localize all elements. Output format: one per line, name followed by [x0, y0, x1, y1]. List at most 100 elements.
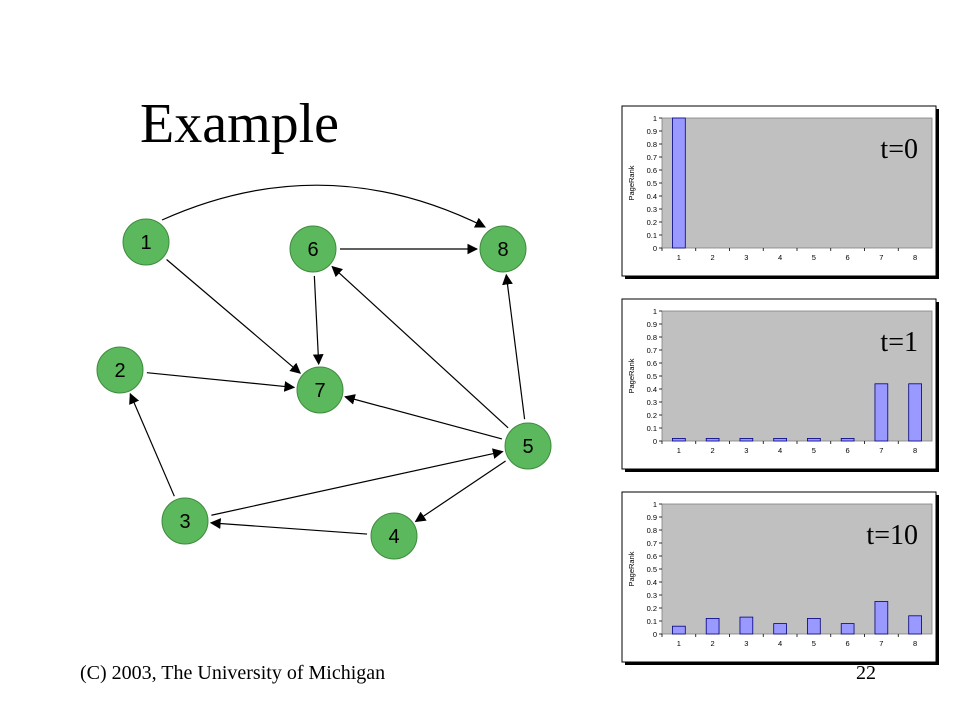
edge-5-to-7: [344, 394, 503, 440]
y-tick-label: 0.9: [647, 513, 657, 522]
node-2-label: 2: [114, 360, 125, 382]
edge-1-to-7: [166, 259, 302, 374]
node-2-circle: [96, 346, 144, 394]
bar-2: [705, 437, 720, 442]
x-tick-label: 7: [879, 253, 883, 262]
bar-6: [840, 437, 855, 442]
bar-3: [739, 616, 754, 635]
node-7-label: 7: [314, 380, 325, 402]
edge-4-to-3: [209, 518, 368, 535]
y-tick-label: 0.3: [647, 398, 657, 407]
y-tick-label: 0.4: [647, 192, 657, 201]
y-tick-label: 0.9: [647, 320, 657, 329]
x-tick-label: 6: [846, 639, 850, 648]
x-tick-label: 1: [677, 446, 681, 455]
y-tick-label: 1: [653, 307, 657, 316]
x-tick-label: 1: [677, 639, 681, 648]
y-tick-label: 0: [653, 437, 657, 446]
y-tick-label: 0.1: [647, 617, 657, 626]
x-tick-label: 3: [744, 639, 748, 648]
bar-6: [840, 623, 855, 635]
x-tick-label: 8: [913, 446, 917, 455]
node-3: 3: [161, 497, 209, 545]
node-5-label: 5: [522, 436, 533, 458]
x-tick-label: 6: [846, 446, 850, 455]
node-7: 7: [296, 366, 344, 414]
node-1: 1: [122, 218, 170, 266]
y-tick-label: 0.3: [647, 591, 657, 600]
graph-nodes: 1 2 3 4 5 6 7 8: [96, 218, 552, 560]
node-6: 6: [289, 225, 337, 273]
node-6-label: 6: [307, 239, 318, 261]
graph-edges: [129, 184, 526, 535]
bar-8: [908, 383, 922, 442]
node-7-circle: [296, 366, 344, 414]
y-tick-label: 0.8: [647, 526, 657, 535]
y-axis-label: PageRank: [627, 551, 636, 586]
y-tick-label: 0.7: [647, 153, 657, 162]
x-tick-label: 7: [879, 446, 883, 455]
y-tick-label: 0.4: [647, 385, 657, 394]
node-6-circle: [289, 225, 337, 273]
time-step-annotation: t=0: [880, 134, 918, 165]
node-4-label: 4: [388, 526, 399, 548]
y-tick-label: 0.2: [647, 411, 657, 420]
bar-1: [672, 117, 686, 249]
y-tick-label: 1: [653, 500, 657, 509]
edge-5-to-4: [414, 460, 506, 523]
x-tick-label: 8: [913, 253, 917, 262]
y-tick-label: 0.5: [647, 179, 657, 188]
node-8: 8: [479, 225, 527, 273]
edge-3-to-2: [129, 392, 175, 497]
node-1-label: 1: [140, 232, 151, 254]
bar-5: [807, 617, 821, 635]
y-tick-label: 0.5: [647, 565, 657, 574]
node-4-circle: [370, 512, 418, 560]
edge-1-to-8: [161, 184, 486, 228]
x-tick-label: 4: [778, 253, 782, 262]
x-tick-label: 4: [778, 446, 782, 455]
edge-3-to-5: [211, 448, 504, 516]
y-tick-label: 0.5: [647, 372, 657, 381]
y-tick-label: 0.8: [647, 140, 657, 149]
bar-4: [773, 623, 787, 635]
node-5: 5: [504, 422, 552, 470]
x-tick-label: 5: [812, 639, 816, 648]
node-8-circle: [479, 225, 527, 273]
x-tick-label: 7: [879, 639, 883, 648]
x-tick-label: 5: [812, 446, 816, 455]
x-tick-label: 8: [913, 639, 917, 648]
edge-5-to-8: [502, 273, 526, 420]
x-tick-label: 5: [812, 253, 816, 262]
x-tick-label: 6: [846, 253, 850, 262]
x-tick-label: 3: [744, 253, 748, 262]
node-5-circle: [504, 422, 552, 470]
y-tick-label: 0.1: [647, 424, 657, 433]
y-axis-label: PageRank: [627, 165, 636, 200]
y-tick-label: 0.2: [647, 604, 657, 613]
node-2: 2: [96, 346, 144, 394]
y-axis-label: PageRank: [627, 358, 636, 393]
bar-4: [773, 437, 787, 442]
y-tick-label: 0.1: [647, 231, 657, 240]
x-tick-label: 2: [711, 446, 715, 455]
bar-1: [672, 437, 686, 442]
y-tick-label: 0.6: [647, 359, 657, 368]
edge-2-to-7: [146, 372, 296, 392]
y-tick-label: 0: [653, 630, 657, 639]
bar-7: [874, 601, 889, 635]
bar-2: [705, 617, 720, 635]
edge-5-to-6: [331, 265, 509, 429]
bar-7: [874, 383, 889, 442]
y-tick-label: 0: [653, 244, 657, 253]
bar-8: [908, 615, 922, 635]
edge-6-to-7: [312, 275, 324, 366]
x-tick-label: 3: [744, 446, 748, 455]
y-tick-label: 0.2: [647, 218, 657, 227]
slide-title: Example: [140, 93, 340, 155]
node-3-circle: [161, 497, 209, 545]
